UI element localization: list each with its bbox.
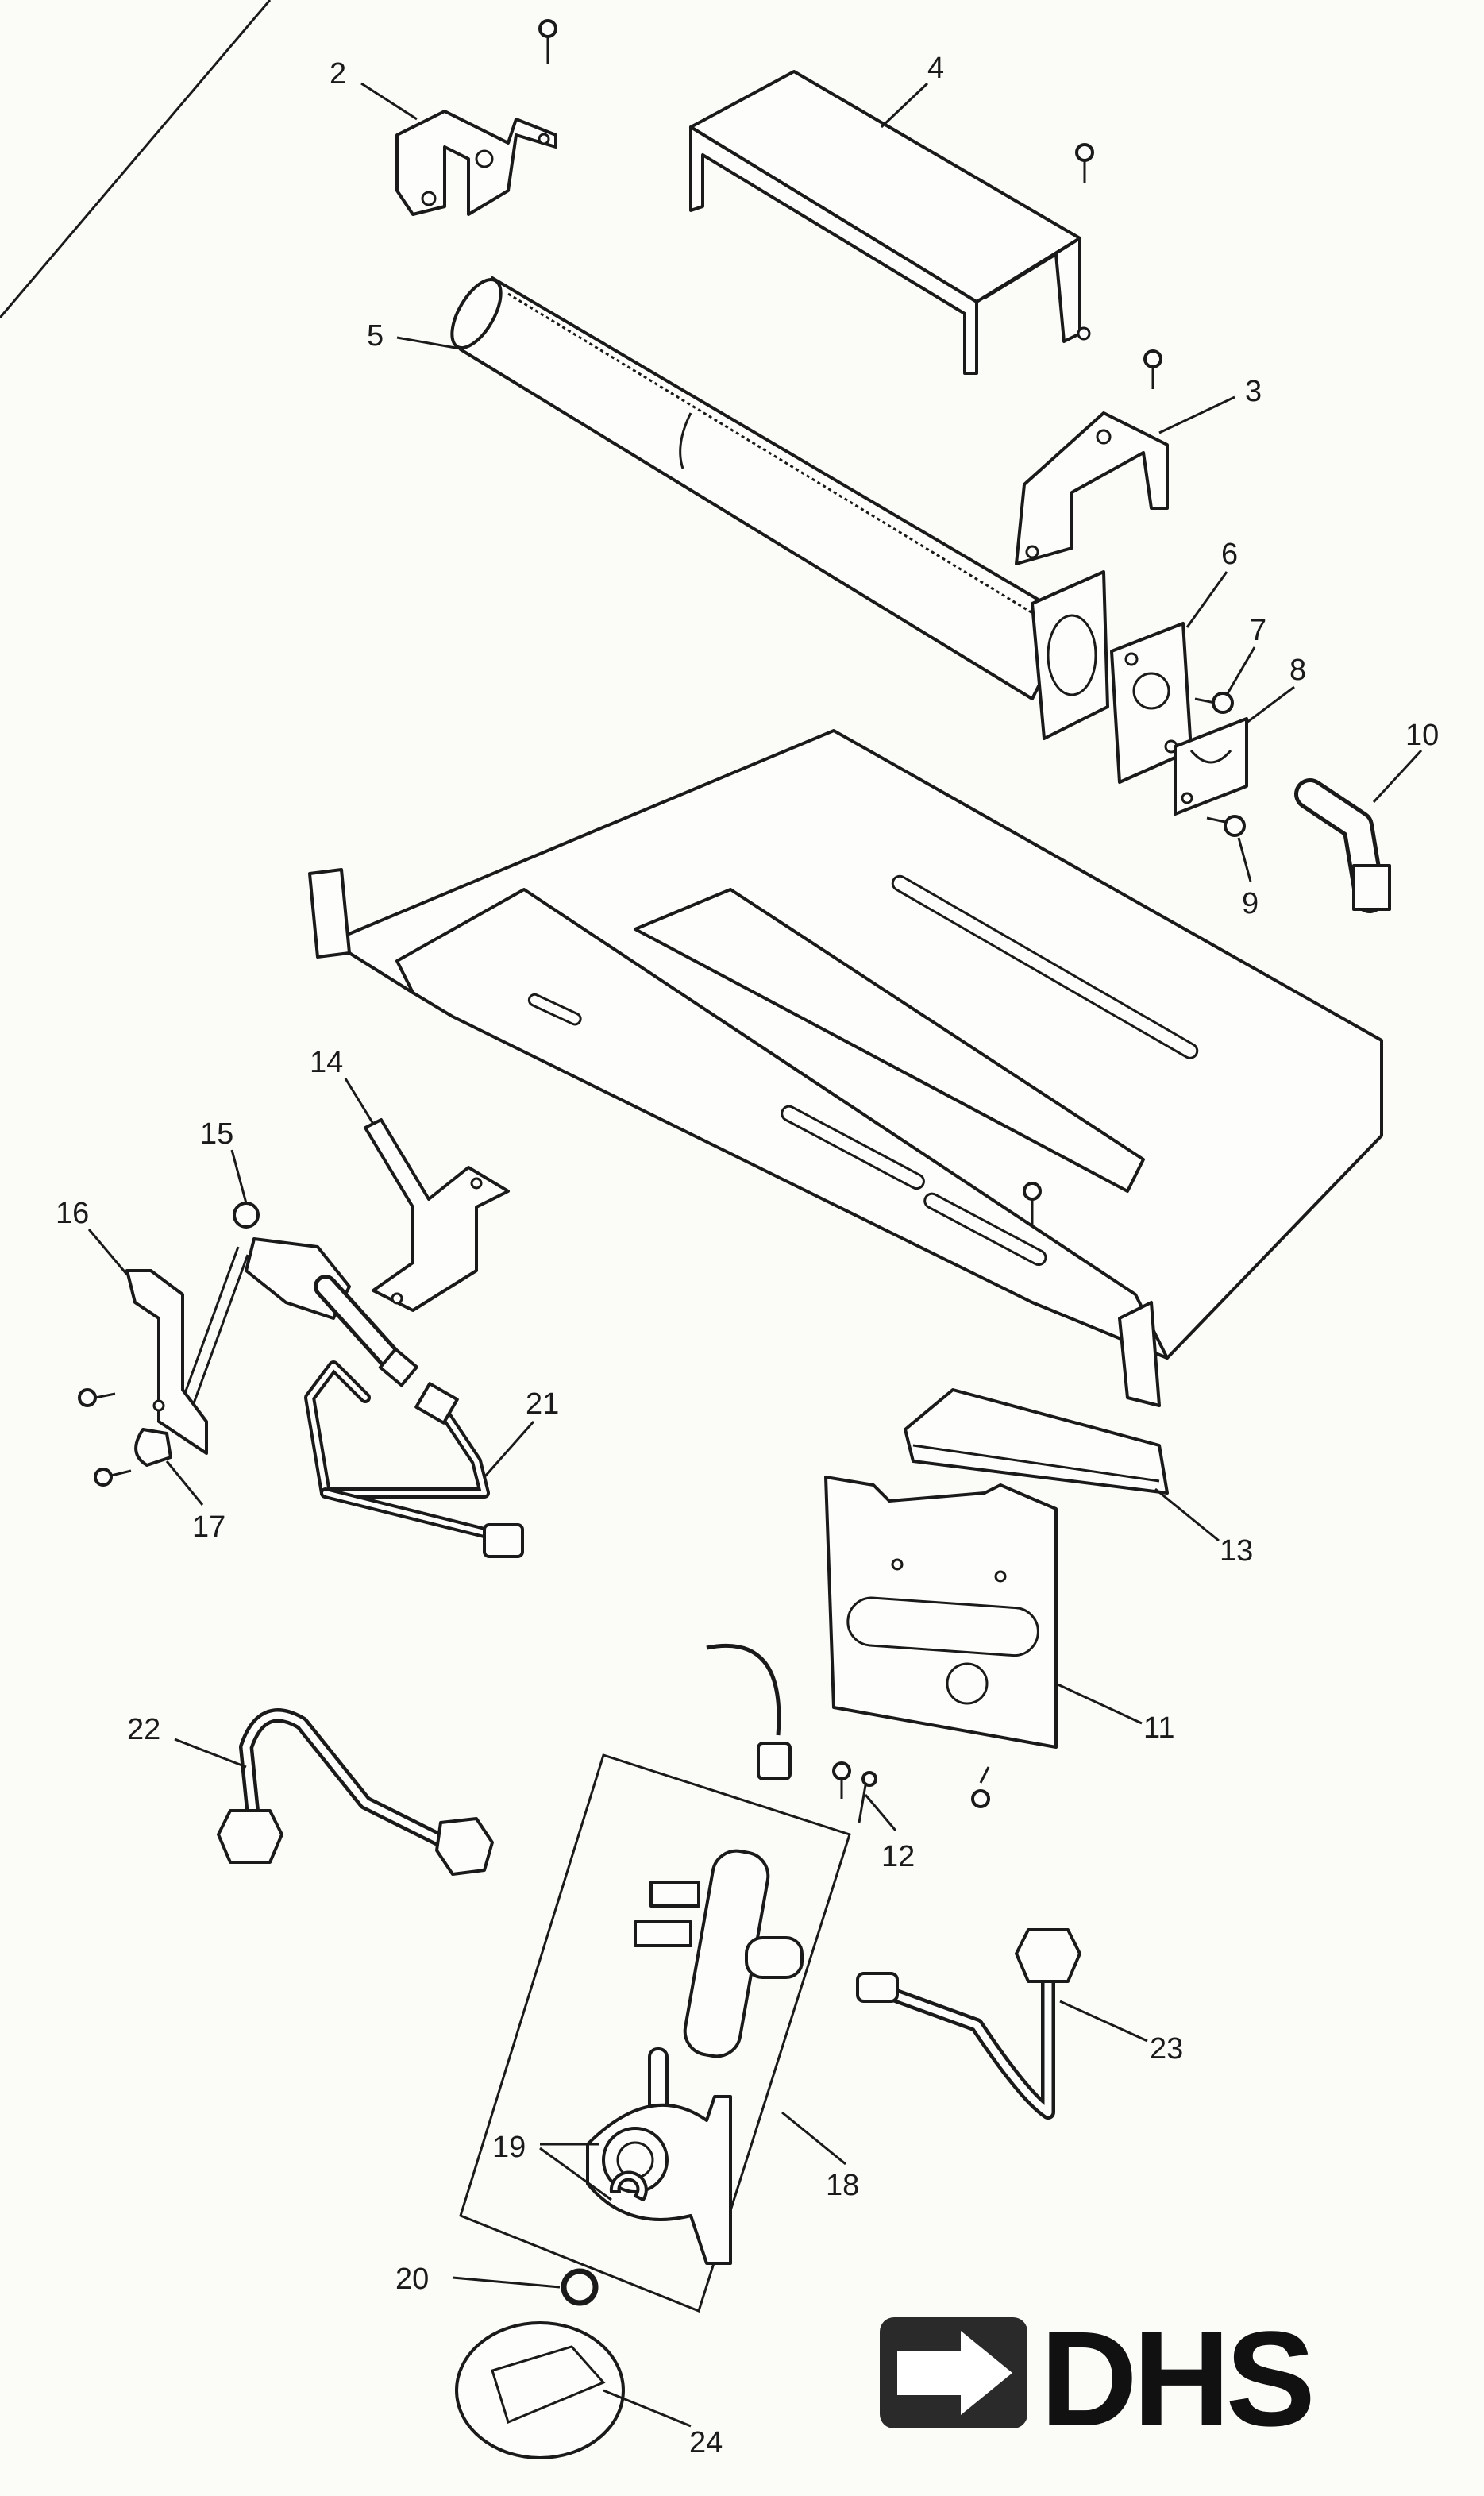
part-5-burner-tube: [450, 276, 1109, 740]
thermocouple-lead: [706, 1643, 792, 1780]
screw-icon: [538, 19, 557, 64]
arrow-icon: [897, 2331, 1012, 2415]
label-3: 3: [1245, 375, 1262, 408]
burner-tray: [308, 729, 1383, 1407]
label-23: 23: [1150, 2032, 1183, 2066]
screw-icon: [1023, 1182, 1042, 1227]
part-13-shield: [904, 1388, 1169, 1495]
dhs-logo: DHS: [880, 2304, 1316, 2455]
label-9: 9: [1242, 887, 1259, 920]
label-17: 17: [192, 1510, 225, 1544]
screw-icon: [94, 1468, 132, 1487]
corner-diagonal-line: [0, 0, 272, 318]
part-7-screw: [1194, 692, 1234, 714]
part-4-cover: [689, 70, 1094, 375]
part-22-gas-tube: [217, 1708, 494, 1876]
label-8: 8: [1289, 654, 1306, 687]
label-20: 20: [395, 2263, 429, 2296]
label-11: 11: [1143, 1711, 1174, 1745]
screw-icon: [832, 1761, 851, 1799]
leader-lines: [87, 82, 1423, 2428]
part-18-valve-assembly: [459, 1753, 851, 2313]
label-14: 14: [310, 1046, 343, 1079]
part-24-knob: [455, 2321, 625, 2459]
part-14-bracket: [364, 1118, 510, 1312]
part-16-bracket: [78, 1269, 208, 1487]
label-19: 19: [492, 2131, 526, 2164]
part-11-plate: [824, 1476, 1058, 1749]
label-24: 24: [689, 2426, 723, 2459]
label-16: 16: [56, 1197, 89, 1230]
label-12: 12: [881, 1840, 915, 1873]
screw-icon: [78, 1388, 116, 1407]
label-13: 13: [1220, 1534, 1253, 1568]
part-15-pilot-assembly: [173, 1202, 418, 1430]
part-23-gas-tube: [856, 1928, 1081, 2120]
part-3-bracket: [1015, 349, 1169, 565]
part-9-screw-washer: [1206, 815, 1246, 837]
logo-text: DHS: [1040, 2304, 1311, 2455]
label-4: 4: [927, 52, 944, 85]
part-21-pilot-tube: [304, 1360, 524, 1558]
label-15: 15: [200, 1117, 233, 1151]
label-18: 18: [826, 2169, 859, 2202]
part-10-elbow-fitting: [1294, 778, 1391, 913]
screw-icon: [1075, 143, 1094, 183]
label-7: 7: [1250, 614, 1266, 647]
label-21: 21: [526, 1387, 559, 1421]
label-22: 22: [127, 1713, 160, 1746]
label-5: 5: [367, 319, 384, 353]
screw-icon: [971, 1766, 990, 1808]
part-2-bracket: [395, 19, 557, 216]
label-2: 2: [330, 57, 346, 91]
screw-icon: [858, 1771, 877, 1823]
screw-icon: [1143, 349, 1162, 389]
label-6: 6: [1221, 538, 1238, 571]
part-17-clip: [134, 1428, 172, 1467]
part-19-knob-base: [586, 2095, 732, 2265]
part-20-clip: [561, 2268, 599, 2306]
part-8-bracket: [1174, 717, 1248, 816]
part-labels: 2 4 5 3 6 7 8 10 9 14 15 16 21 17 13 22 …: [56, 52, 1439, 2459]
label-10: 10: [1405, 719, 1439, 752]
part-12-screws: [832, 1761, 990, 1823]
